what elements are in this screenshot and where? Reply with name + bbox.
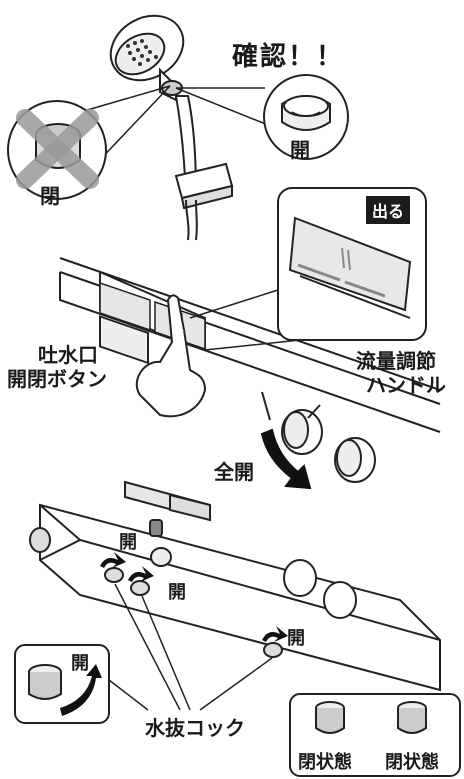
zoom-inset [189, 187, 427, 351]
rotate-arrow-icon [260, 428, 312, 490]
open-valve-icon [263, 74, 349, 160]
drain-inset-open [14, 644, 110, 724]
full-open-label: 全開 [214, 460, 254, 484]
flow-handle-label-2: ハンドル [366, 373, 446, 397]
closed-state-label-2: 閉状態 [385, 752, 439, 773]
open-label-a: 開 [119, 532, 137, 553]
drain-cock-label: 水抜コック [145, 716, 245, 740]
open-label-b: 開 [168, 582, 186, 603]
shower-head-icon [109, 14, 234, 241]
comes-out-tag: 出る [366, 196, 411, 224]
closed-state-inset [289, 693, 461, 777]
closed-label-top: 閉 [40, 184, 60, 208]
drain-callouts [108, 583, 273, 711]
drain-cock-icon [104, 519, 283, 658]
confirm-label: 確認！！ [232, 42, 345, 72]
flow-handle-label-1: 流量調節 [356, 349, 436, 373]
spout-button-label-2: 開閉ボタン [7, 367, 107, 391]
closed-valve-icon [7, 100, 107, 200]
open-label-top: 開 [290, 138, 310, 162]
flow-handle-knob [281, 404, 376, 483]
closed-state-label-1: 閉状態 [298, 752, 352, 773]
open-label-c: 開 [287, 628, 305, 649]
rotate-arrows [100, 552, 288, 642]
spout-button-label-1: 吐水口 [38, 343, 98, 367]
underside-body [29, 480, 441, 692]
hand-icon [135, 294, 207, 418]
open-label-inset: 開 [71, 653, 89, 674]
